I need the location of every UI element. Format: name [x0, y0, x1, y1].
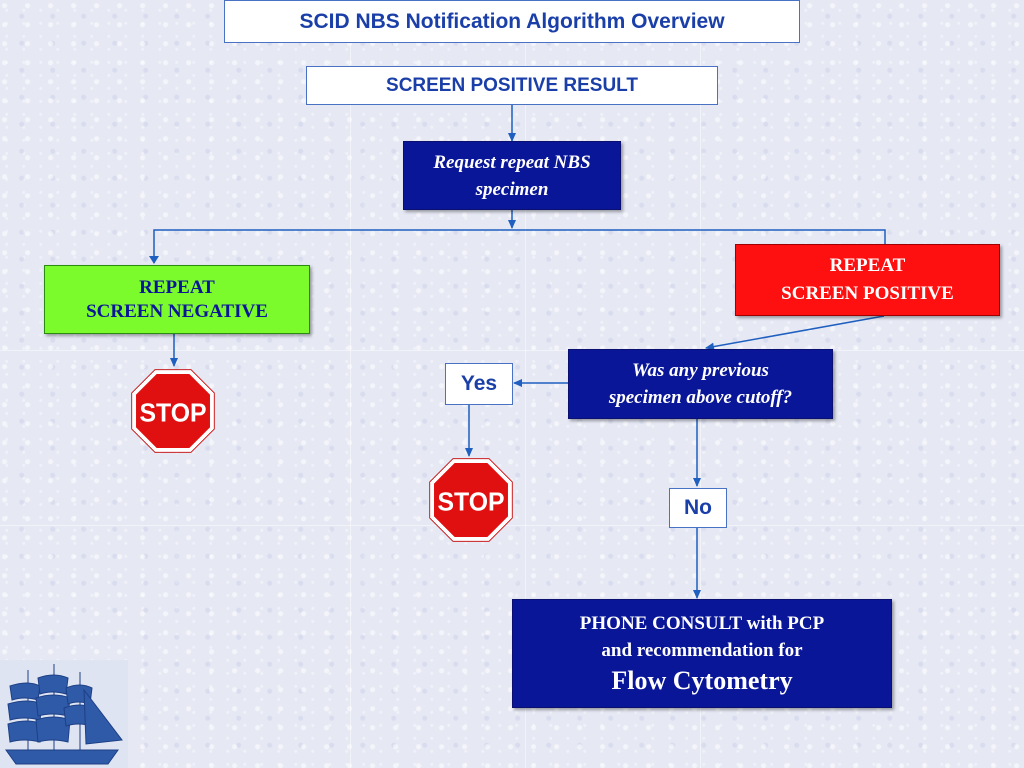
question-line: specimen above cutoff?	[608, 387, 793, 408]
branch-left-arrowhead	[149, 256, 159, 264]
consult-line: and recommendation for	[601, 639, 803, 661]
request-repeat-line: Request repeat NBS	[433, 151, 591, 173]
repeat-positive-line: SCREEN POSITIVE	[781, 283, 954, 304]
branch-line	[153, 229, 886, 263]
screen-positive-result-node: SCREEN POSITIVE RESULT	[306, 66, 718, 105]
screen-positive-result-label: SCREEN POSITIVE RESULT	[386, 74, 638, 96]
previous-specimen-question-node: Was any previous specimen above cutoff?	[568, 349, 833, 419]
repeat-screen-negative-node: REPEAT SCREEN NEGATIVE	[44, 265, 310, 334]
no-label: No	[684, 496, 712, 519]
question-line: Was any previous	[632, 360, 769, 381]
arrow-positive-to-question	[705, 315, 885, 351]
repeat-negative-line: SCREEN NEGATIVE	[86, 300, 268, 322]
page-title-text: SCID NBS Notification Algorithm Overview	[299, 9, 725, 33]
ship-logo-icon	[0, 660, 128, 768]
background-gridline	[0, 350, 1024, 351]
stop-sign-icon: STOP	[131, 369, 215, 453]
no-label-node: No	[669, 488, 727, 528]
background-gridline	[350, 0, 351, 768]
yes-label-node: Yes	[445, 363, 513, 405]
stop-sign-text: STOP	[139, 399, 206, 427]
repeat-screen-positive-node: REPEAT SCREEN POSITIVE	[735, 244, 1000, 316]
background-gridline	[525, 0, 526, 768]
stop-sign-text: STOP	[437, 488, 504, 516]
consult-line: PHONE CONSULT with PCP	[579, 612, 825, 634]
consult-line-emphasis: Flow Cytometry	[611, 665, 793, 695]
phone-consult-node: PHONE CONSULT with PCP and recommendatio…	[512, 599, 892, 708]
stop-sign-icon: STOP	[429, 458, 513, 542]
page-title: SCID NBS Notification Algorithm Overview	[224, 0, 800, 43]
repeat-positive-line: REPEAT	[829, 255, 906, 276]
background-gridline	[0, 525, 1024, 526]
request-repeat-node: Request repeat NBS specimen	[403, 141, 621, 210]
repeat-negative-line: REPEAT	[139, 276, 215, 298]
yes-label: Yes	[460, 372, 498, 395]
request-repeat-line: specimen	[475, 178, 549, 200]
